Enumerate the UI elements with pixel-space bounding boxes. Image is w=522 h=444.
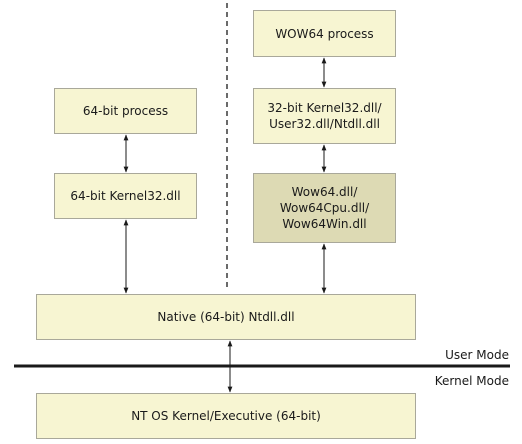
wow64-dlls-box: Wow64.dll/ Wow64Cpu.dll/ Wow64Win.dll bbox=[253, 173, 396, 243]
wow64-process-box: WOW64 process bbox=[253, 10, 396, 57]
kernel32-64bit-box: 64-bit Kernel32.dll bbox=[54, 173, 197, 219]
nt-kernel-box: NT OS Kernel/Executive (64-bit) bbox=[36, 393, 416, 439]
process-64bit-box: 64-bit process bbox=[54, 88, 197, 134]
user-mode-label: User Mode bbox=[445, 348, 509, 362]
kernel32-32bit-box: 32-bit Kernel32.dll/ User32.dll/Ntdll.dl… bbox=[253, 88, 396, 144]
kernel-mode-label: Kernel Mode bbox=[434, 374, 509, 388]
native-ntdll-box: Native (64-bit) Ntdll.dll bbox=[36, 294, 416, 340]
